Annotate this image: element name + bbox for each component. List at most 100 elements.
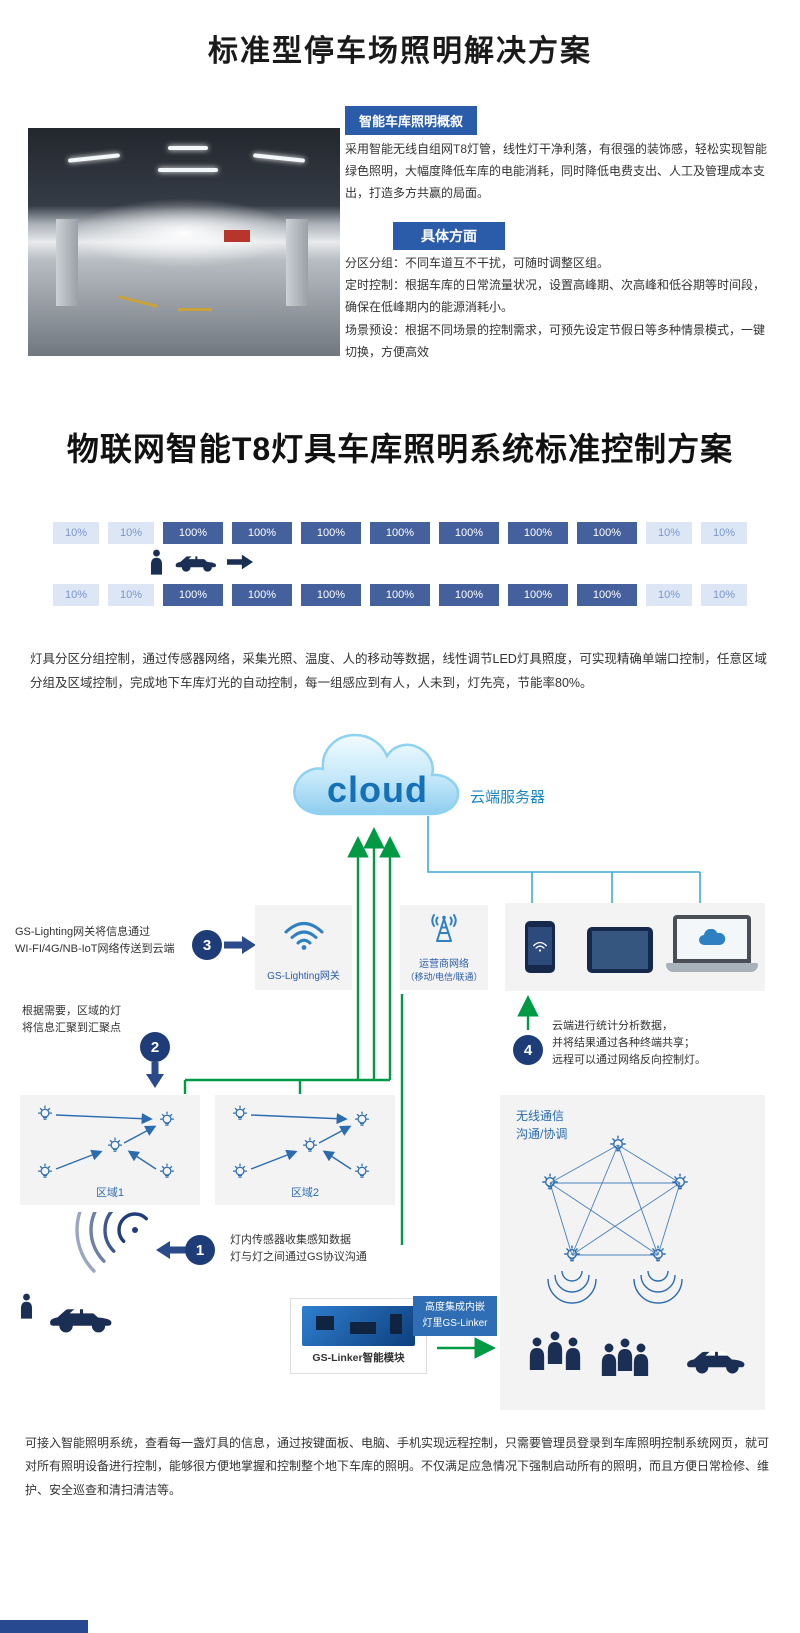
bulb-icon bbox=[354, 1163, 370, 1178]
bulb-icon bbox=[159, 1111, 175, 1126]
bulb-icon bbox=[650, 1245, 666, 1262]
zone-cell: 100% bbox=[301, 584, 361, 606]
garage-photo bbox=[28, 128, 340, 356]
zone-cell: 10% bbox=[108, 522, 154, 544]
bulb-icon bbox=[37, 1163, 53, 1178]
step2-line: 根据需要，区域的灯 bbox=[22, 1005, 121, 1017]
garage-column bbox=[286, 219, 308, 306]
cloud-text: cloud bbox=[327, 769, 428, 810]
step3-note: GS-Lighting网关将信息通过 WI-FI/4G/NB-IoT网络传送到云… bbox=[15, 924, 205, 958]
phone-icon bbox=[525, 921, 555, 973]
detail-line: 场景预设：根据不同场景的控制需求，可预先设定节假日等多种情景模式，一键切换，方便… bbox=[345, 322, 766, 359]
bulb-icon bbox=[354, 1111, 370, 1126]
ceiling-light bbox=[158, 168, 218, 172]
module-label: GS-Linker智能模块 bbox=[312, 1352, 405, 1364]
zone-cell: 100% bbox=[439, 522, 499, 544]
zone-cell: 100% bbox=[232, 522, 292, 544]
region1-box: 区域1 bbox=[20, 1095, 200, 1205]
person-icon bbox=[148, 549, 165, 575]
bulb-icon bbox=[232, 1105, 248, 1120]
region2-network bbox=[232, 1105, 370, 1178]
wireless-line: 沟通/协调 bbox=[516, 1127, 568, 1141]
pcb-chip bbox=[316, 1316, 334, 1330]
bulb-icon bbox=[232, 1163, 248, 1178]
zone-cell: 100% bbox=[301, 522, 361, 544]
ceiling-light bbox=[252, 153, 306, 163]
footer-paragraph: 可接入智能照明系统，查看每一盏灯具的信息，通过按键面板、电脑、手机实现远程控制，… bbox=[25, 1436, 770, 1497]
car-icon bbox=[174, 553, 218, 572]
ceiling-light bbox=[67, 153, 121, 163]
overview-header: 智能车库照明概叙 bbox=[345, 106, 478, 135]
details-header: 具体方面 bbox=[393, 222, 505, 250]
section2-title: 物联网智能T8灯具车库照明系统标准控制方案 bbox=[66, 431, 734, 467]
gs-linker-module: GS-Linker智能模块 bbox=[290, 1298, 427, 1374]
step4-line: 云端进行统计分析数据， bbox=[552, 1020, 673, 1032]
wifi-ripple-icon bbox=[75, 1212, 160, 1273]
step4-line: 并将结果通过各种终端共享； bbox=[552, 1037, 695, 1050]
zone-cell: 10% bbox=[53, 584, 99, 606]
region1-label: 区域1 bbox=[95, 1187, 125, 1199]
details-list: 分区分组：不同车道互不干扰，可随时调整区组。 定时控制：根据车库的日常流量状况，… bbox=[345, 252, 773, 363]
arrow-right-icon bbox=[227, 554, 253, 570]
car-icon bbox=[687, 1351, 745, 1374]
laptop-screen bbox=[677, 919, 747, 959]
ceiling-light bbox=[168, 146, 208, 150]
zone-cell: 100% bbox=[163, 584, 223, 606]
step3-line: GS-Lighting网关将信息通过 bbox=[15, 926, 151, 938]
zone-cell: 100% bbox=[577, 584, 637, 606]
laptop-base bbox=[666, 963, 758, 972]
zone-row-2: 10% 10% 100% 100% 100% 100% 100% 100% 10… bbox=[0, 584, 800, 606]
zone-cell: 10% bbox=[646, 584, 692, 606]
pcb-chip bbox=[350, 1322, 376, 1334]
step4-note: 云端进行统计分析数据， 并将结果通过各种终端共享； 远程可以通过网络反向控制灯。 bbox=[552, 1018, 767, 1069]
step4-badge: 4 bbox=[513, 1035, 543, 1065]
embed-line: 灯里GS-Linker bbox=[422, 1318, 488, 1329]
step3-line: WI-FI/4G/NB-IoT网络传送到云端 bbox=[15, 943, 175, 956]
cloud-terminal-lines bbox=[427, 816, 701, 903]
lane-mark bbox=[178, 308, 212, 311]
overview-body: 采用智能无线自组网T8灯管，线性灯干净利落，有很强的装饰感，轻松实现智能绿色照明… bbox=[345, 142, 768, 201]
laptop-cloud-glyph bbox=[699, 929, 726, 945]
gateway-box: GS-Lighting网关 bbox=[255, 905, 352, 990]
mesh-network bbox=[529, 1135, 745, 1376]
zone-cell: 100% bbox=[508, 522, 568, 544]
step4-line: 远程可以通过网络反向控制灯。 bbox=[552, 1054, 706, 1067]
pcb-chip bbox=[390, 1314, 402, 1334]
zone-cell: 100% bbox=[370, 522, 430, 544]
person-icon bbox=[18, 1286, 35, 1326]
step1-line: 灯与灯之间通过GS协议沟通 bbox=[230, 1251, 367, 1264]
zone-cell: 100% bbox=[577, 522, 637, 544]
detail-line: 分区分组：不同车道互不干扰，可随时调整区组。 bbox=[345, 256, 610, 270]
pcb-photo bbox=[302, 1306, 415, 1346]
gateway-label: GS-Lighting网关 bbox=[267, 971, 340, 982]
zone-cell: 10% bbox=[701, 584, 747, 606]
region2-box: 区域2 bbox=[215, 1095, 395, 1205]
step2-note: 根据需要，区域的灯 将信息汇聚到汇聚点 bbox=[22, 1003, 172, 1037]
bulb-icon bbox=[107, 1137, 123, 1152]
bulb-icon bbox=[159, 1163, 175, 1178]
car-icon bbox=[48, 1304, 114, 1333]
zone-cell: 100% bbox=[163, 522, 223, 544]
carrier-label: 运营商网络 bbox=[419, 959, 469, 970]
cloud-icon: cloud bbox=[293, 733, 460, 816]
zone-cell: 100% bbox=[439, 584, 499, 606]
antenna-icon bbox=[431, 914, 457, 942]
wifi-icon bbox=[284, 922, 323, 950]
zone-cell: 100% bbox=[370, 584, 430, 606]
zone-mid-icons bbox=[148, 546, 298, 578]
phone-screen bbox=[528, 927, 552, 965]
zone-cell: 10% bbox=[646, 522, 692, 544]
carrier-box: 运营商网络 （移动/电信/联通） bbox=[400, 905, 488, 990]
wifi-ripple-icon bbox=[547, 1270, 683, 1304]
phone-wifi-glyph bbox=[532, 941, 548, 952]
lane-mark bbox=[118, 295, 158, 308]
embed-line: 高度集成内嵌 bbox=[425, 1302, 485, 1313]
page-title: 标准型停车场照明解决方案 bbox=[208, 35, 592, 68]
detail-line: 定时控制：根据车库的日常流量状况，设置高峰期、次高峰和低谷期等时间段，确保在低峰… bbox=[345, 278, 766, 315]
zone-cell: 100% bbox=[508, 584, 568, 606]
system-diagram: cloud 云端服务器 GS-Lighting网关将信息通过 WI-FI/4G/… bbox=[0, 720, 800, 1420]
embed-label: 高度集成内嵌 灯里GS-Linker bbox=[413, 1296, 497, 1336]
cloud-server-label: 云端服务器 bbox=[470, 789, 546, 806]
garage-column bbox=[56, 219, 78, 306]
